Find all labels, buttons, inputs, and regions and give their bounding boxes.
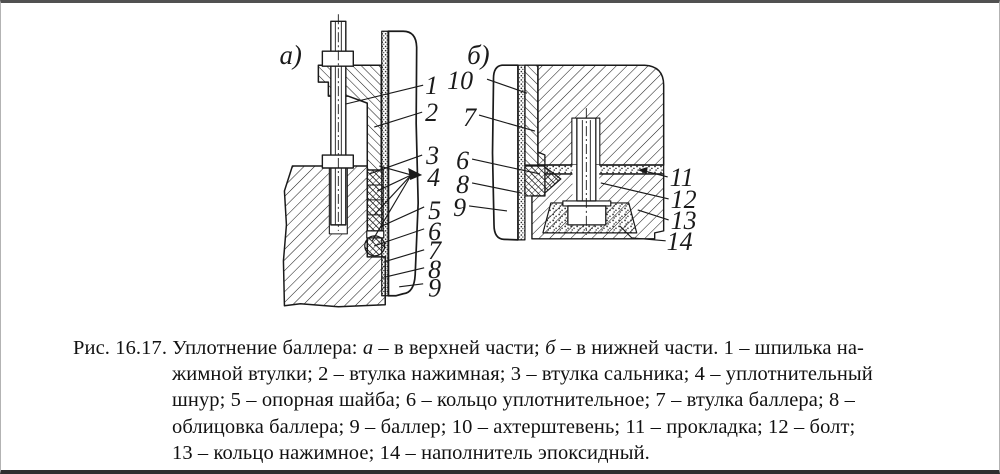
- leader-10: [486, 78, 528, 94]
- leader-8b: [471, 182, 522, 194]
- leader-11-arrowhead: [637, 167, 648, 174]
- leader-13: [637, 209, 669, 221]
- view-b-leaders: [468, 78, 669, 242]
- callout-3: 3: [425, 141, 439, 170]
- callout-1: 1: [425, 71, 438, 100]
- callout-9: 9: [428, 274, 441, 303]
- leader-14: [619, 225, 666, 242]
- packing-ring-separators: [367, 184, 384, 216]
- caption-letter-b: б: [545, 337, 556, 359]
- callout-8: 8: [428, 255, 441, 284]
- leader-9b: [468, 205, 508, 212]
- leader-6: [374, 228, 425, 247]
- callout-14: 14: [667, 227, 693, 256]
- callout-9b: 9: [453, 193, 466, 222]
- caption-text: – в верхней части;: [373, 337, 546, 359]
- leader-4-arrowhead: [408, 168, 423, 180]
- leader-9: [399, 283, 424, 288]
- stud-nut-top: [321, 50, 354, 67]
- leader-3: [369, 154, 423, 175]
- caption-line-2: жимной втулки; 2 – втулка нажимная; 3 – …: [172, 363, 873, 386]
- figure-caption: Рис. 16.17. Уплотнение баллера: а – в ве…: [73, 335, 941, 466]
- leader-5: [380, 206, 425, 228]
- view-a-label: а): [279, 40, 301, 70]
- caption-line-5: 13 – кольцо нажимное; 14 – наполнитель э…: [172, 441, 650, 464]
- callout-13: 13: [671, 206, 697, 235]
- callout-8b: 8: [456, 170, 469, 199]
- bolt-head: [567, 205, 607, 226]
- view-b-drawing: б) 10 7 6 8 9 11 12 13 14: [447, 40, 697, 256]
- caption-line-1: Рис. 16.17. Уплотнение баллера: а – в ве…: [73, 335, 941, 361]
- technical-drawing: а) 1 2 3 4 5 6 7 8 9: [279, 14, 697, 308]
- leader-12: [600, 182, 669, 200]
- leader-4c: [373, 174, 412, 216]
- callout-12: 12: [671, 185, 697, 214]
- view-a-drawing: а) 1 2 3 4 5 6 7 8 9: [279, 14, 442, 308]
- press-sleeve: [317, 64, 382, 171]
- leader-4a: [379, 165, 412, 176]
- caption-letter-a: а: [362, 337, 374, 359]
- caption-line-3: шнур; 5 – опорная шайба; 6 – кольцо упло…: [172, 389, 855, 412]
- leader-4b: [377, 174, 412, 192]
- leader-7: [384, 249, 425, 263]
- caption-line-4: облицовка баллера; 9 – баллер; 10 – ахте…: [172, 415, 856, 438]
- leader-7b: [478, 114, 536, 132]
- rudder-stock-b: [491, 64, 519, 241]
- view-a-leaders: [345, 84, 425, 288]
- rudder-stock: [387, 30, 420, 297]
- callout-4: 4: [427, 163, 440, 192]
- callout-5: 5: [428, 196, 441, 225]
- stock-liner: [381, 30, 390, 297]
- callout-6b: 6: [456, 146, 469, 175]
- caption-text: – в нижней части. 1 – шпилька на-: [555, 337, 864, 359]
- caption-text: Рис. 16.17. Уплотнение баллера:: [73, 337, 363, 359]
- callout-10: 10: [447, 66, 473, 95]
- callout-7b: 7: [463, 103, 477, 132]
- bolt-washer: [562, 200, 612, 207]
- sternframe-block: [537, 64, 665, 166]
- callout-7: 7: [428, 236, 442, 265]
- leader-6b: [471, 158, 541, 175]
- callout-11: 11: [670, 163, 694, 192]
- leader-1: [345, 84, 424, 105]
- leader-4d: [371, 174, 412, 242]
- callout-6: 6: [428, 217, 441, 246]
- callout-2: 2: [425, 98, 438, 127]
- stud-nut-lower: [321, 154, 354, 169]
- leader-2: [374, 111, 423, 128]
- leader-8: [386, 267, 425, 278]
- view-b-label: б): [467, 40, 490, 70]
